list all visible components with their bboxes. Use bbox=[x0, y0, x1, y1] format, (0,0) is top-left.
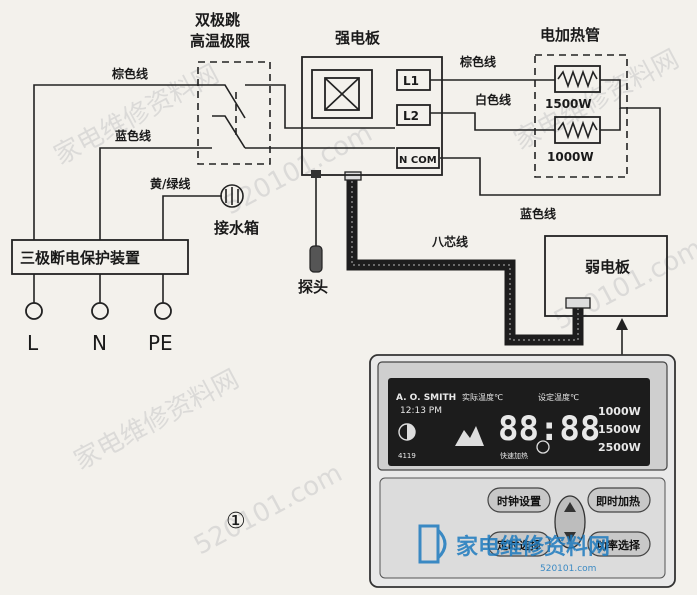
limiter-label-1: 双极跳 bbox=[195, 11, 240, 29]
heater-tubes: 1500W 1000W 电加热管 bbox=[534, 26, 628, 178]
power-board: L1 L2 N COM 强电板 bbox=[301, 29, 443, 176]
arrow-up-icon bbox=[564, 502, 576, 512]
wire-yellow-green-label: 黄/绿线 bbox=[150, 176, 190, 191]
heater-tubes-label: 电加热管 bbox=[540, 26, 600, 44]
timer-select-button[interactable] bbox=[487, 531, 551, 557]
power-2500-indicator: 2500W bbox=[598, 441, 641, 454]
protection-device: 三极断电保护装置 L N PE bbox=[11, 239, 189, 355]
power-1500-indicator: 1500W bbox=[598, 423, 641, 436]
logo-icon bbox=[418, 524, 440, 564]
terminal-l-label: L bbox=[27, 331, 39, 355]
eight-core-label: 八芯线 bbox=[431, 234, 468, 249]
set-temp-label: 设定温度℃ bbox=[538, 392, 579, 402]
instant-heat-button[interactable] bbox=[587, 487, 651, 513]
brand-label: A. O. SMITH bbox=[396, 393, 456, 403]
wire-brown-left-label: 棕色线 bbox=[111, 66, 148, 81]
terminal-l2: L2 bbox=[403, 109, 419, 123]
temperature-probe: 探头 bbox=[298, 170, 328, 296]
watermark-text: 家电维修资料网 bbox=[69, 364, 244, 476]
protect-device-label: 三极断电保护装置 bbox=[20, 249, 140, 267]
watermark-text: 520101.com bbox=[189, 458, 347, 561]
heater-1500w-label: 1500W bbox=[545, 97, 592, 111]
timer-icon bbox=[536, 440, 550, 454]
wire-blue-right-label: 蓝色线 bbox=[520, 206, 556, 221]
terminal-n-label: N bbox=[92, 331, 107, 355]
eight-core-cable bbox=[344, 171, 591, 346]
clock-setting-button[interactable] bbox=[487, 487, 551, 513]
water-tank-label: 接水箱 bbox=[214, 219, 259, 237]
probe-label: 探头 bbox=[298, 278, 328, 296]
power-1000-indicator: 1000W bbox=[598, 405, 641, 418]
heater-1000w-label: 1000W bbox=[547, 150, 594, 164]
power-select-button[interactable] bbox=[587, 531, 651, 557]
mountain-icon bbox=[455, 426, 484, 446]
high-temp-limiter: 双极跳 高温极限 bbox=[190, 11, 271, 165]
wire-white-label: 白色线 bbox=[475, 92, 511, 107]
wire-blue-left-label: 蓝色线 bbox=[115, 128, 151, 143]
logo-text: 家电维修资料网 bbox=[456, 534, 610, 560]
figure-number: ① bbox=[226, 509, 246, 534]
terminal-l-icon bbox=[25, 302, 43, 320]
terminal-n-icon bbox=[91, 302, 109, 320]
wire-brown-right-label: 棕色线 bbox=[459, 54, 496, 69]
terminal-ncom: N COM bbox=[399, 155, 437, 166]
terminal-l1: L1 bbox=[403, 74, 419, 88]
actual-temp-label: 实际温度℃ bbox=[462, 392, 503, 402]
power-select-label: 功率选择 bbox=[596, 538, 641, 552]
power-board-label: 强电板 bbox=[335, 29, 381, 47]
small-readout-a: 4119 bbox=[398, 452, 416, 460]
wires bbox=[33, 79, 661, 248]
terminal-pe-icon bbox=[154, 302, 172, 320]
lcd-display bbox=[388, 378, 650, 466]
control-panel: A. O. SMITH 12:13 PM 实际温度℃ 设定温度℃ 88:88 1… bbox=[369, 354, 676, 588]
small-readout-b: 快速加热 bbox=[500, 451, 528, 460]
terminal-pe-label: PE bbox=[148, 331, 173, 355]
digit-readout: 88:88 bbox=[498, 409, 600, 449]
arrow-down-icon bbox=[564, 532, 576, 542]
clock-setting-label: 时钟设置 bbox=[497, 494, 541, 508]
site-logo-watermark: 家电维修资料网 520101.com bbox=[418, 524, 610, 574]
weak-board-label: 弱电板 bbox=[585, 258, 631, 276]
instant-heat-label: 即时加热 bbox=[596, 494, 640, 508]
timer-select-label: 定时选择 bbox=[497, 538, 542, 552]
water-tank-ground-icon: 接水箱 bbox=[214, 184, 259, 237]
clock-readout: 12:13 PM bbox=[400, 406, 442, 416]
limiter-label-2: 高温极限 bbox=[190, 32, 250, 50]
logo-url: 520101.com bbox=[540, 564, 596, 574]
temperature-knob[interactable] bbox=[554, 495, 586, 549]
